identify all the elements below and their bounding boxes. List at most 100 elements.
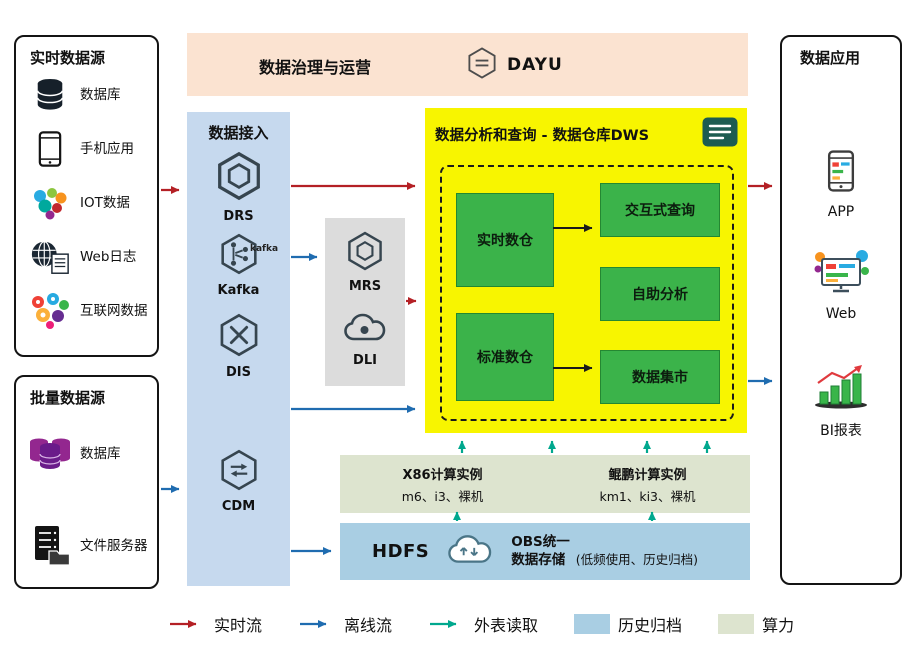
dws-inner-group: 实时数仓 标准数仓 交互式查询 自助分析 数据集市 <box>440 165 734 421</box>
service-label: DRS <box>223 209 254 224</box>
legend-item-external: 外表读取 <box>428 612 538 636</box>
x86-title: X86计算实例 <box>402 467 483 483</box>
app-item-app: APP <box>782 149 900 220</box>
web-monitor-icon <box>812 249 870 299</box>
bi-report-icon <box>812 365 870 413</box>
analytics-services-box: MRS DLI <box>325 218 405 386</box>
source-item-database: 数据库 <box>16 68 157 122</box>
node-label: 自助分析 <box>632 287 688 303</box>
kafka-wordmark: kafka <box>250 244 279 254</box>
applications-panel: 数据应用 APP <box>780 35 902 585</box>
drs-icon <box>213 150 265 206</box>
node-interactive-query: 交互式查询 <box>600 183 720 237</box>
archive-swatch <box>574 614 611 634</box>
ingestion-title: 数据接入 <box>208 124 269 142</box>
node-label: 数据集市 <box>632 370 688 386</box>
mrs-icon <box>344 230 386 276</box>
database-icon <box>26 77 74 113</box>
node-label: 标准数仓 <box>477 350 533 366</box>
batch-sources-panel: 批量数据源 数据库 <box>14 375 159 589</box>
node-standard-warehouse: 标准数仓 <box>456 313 554 401</box>
dws-title: 数据分析和查询 - 数据仓库DWS <box>435 127 650 144</box>
obs-text-group: OBS统一 数据存储 (低频使用、历史归档) <box>511 534 698 569</box>
service-label: Kafka <box>217 283 260 298</box>
red-arrow-icon <box>170 620 197 628</box>
legend-label: 实时流 <box>214 616 263 635</box>
source-label: 手机应用 <box>80 140 134 157</box>
x86-spec: m6、i3、裸机 <box>401 488 484 504</box>
source-item-iot: IOT数据 <box>16 176 157 230</box>
legend-label: 历史归档 <box>618 616 683 635</box>
source-label: 数据库 <box>80 86 121 103</box>
source-label: IOT数据 <box>80 194 130 211</box>
dli-icon <box>342 310 388 350</box>
database-purple-icon <box>26 433 74 475</box>
applications-title: 数据应用 <box>800 49 861 67</box>
compute-swatch <box>718 614 755 634</box>
service-label: DLI <box>353 353 377 368</box>
service-dis: DIS <box>187 312 290 380</box>
legend-item-compute: 算力 <box>718 612 794 636</box>
source-label: 文件服务器 <box>80 537 148 554</box>
iot-cloud-icon <box>26 184 74 222</box>
source-item-mobile: 手机应用 <box>16 122 157 176</box>
service-dli: DLI <box>325 310 405 368</box>
legend-label: 离线流 <box>344 616 393 635</box>
kunpeng-title: 鲲鹏计算实例 <box>608 467 687 483</box>
dayu-group: DAYU <box>465 46 563 84</box>
app-phone-icon <box>827 149 855 197</box>
dayu-product-name: DAYU <box>507 55 563 75</box>
service-mrs: MRS <box>325 230 405 294</box>
node-self-service-analysis: 自助分析 <box>600 267 720 321</box>
governance-banner: 数据治理与运营 DAYU <box>187 33 748 96</box>
app-label: Web <box>825 306 857 322</box>
web-log-icon <box>26 238 74 276</box>
source-item-file-server: 文件服务器 <box>16 500 157 592</box>
app-label: APP <box>827 204 855 220</box>
teal-arrow-icon <box>430 620 457 628</box>
realtime-sources-title: 实时数据源 <box>30 49 106 67</box>
kafka-icon <box>217 232 261 280</box>
legend: 实时流 离线流 外表读取 历史归档 算力 <box>168 612 794 636</box>
storage-box: HDFS OBS统一 数据存储 (低频使用、历史归档) <box>340 523 750 580</box>
legend-label: 算力 <box>762 616 795 635</box>
service-drs: DRS <box>187 150 290 224</box>
obs-title-line1: OBS统一 <box>511 533 570 550</box>
node-realtime-warehouse: 实时数仓 <box>456 193 554 287</box>
x86-instances: X86计算实例 m6、i3、裸机 <box>340 455 545 513</box>
mobile-phone-icon <box>26 130 74 168</box>
kunpeng-spec: km1、ki3、裸机 <box>599 488 696 504</box>
obs-title-line2: 数据存储 <box>511 551 566 568</box>
source-item-internet: 互联网数据 <box>16 284 157 338</box>
service-label: CDM <box>221 499 256 514</box>
hdfs-label: HDFS <box>372 541 430 562</box>
source-item-batch-database: 数据库 <box>16 408 157 500</box>
kunpeng-instances: 鲲鹏计算实例 km1、ki3、裸机 <box>545 455 750 513</box>
dws-document-icon <box>701 116 739 152</box>
service-cdm: CDM <box>187 448 290 514</box>
legend-item-offline: 离线流 <box>298 612 392 636</box>
obs-title: OBS统一 数据存储 <box>511 534 570 569</box>
source-label: 互联网数据 <box>80 302 148 319</box>
app-item-bi: BI报表 <box>782 365 900 440</box>
node-label: 交互式查询 <box>625 203 695 219</box>
app-item-web: Web <box>782 249 900 322</box>
service-label: MRS <box>348 279 382 294</box>
legend-item-realtime: 实时流 <box>168 612 262 636</box>
blue-arrow-icon <box>300 620 327 628</box>
cdm-icon <box>217 448 261 496</box>
node-label: 实时数仓 <box>477 233 533 249</box>
obs-note: (低频使用、历史归档) <box>575 552 699 568</box>
batch-sources-title: 批量数据源 <box>30 389 106 407</box>
source-item-weblog: Web日志 <box>16 230 157 284</box>
app-label: BI报表 <box>820 423 862 439</box>
data-ingestion-column: 数据接入 DRS Kafka <box>187 112 290 586</box>
service-label: DIS <box>226 365 251 380</box>
internet-bubbles-icon <box>26 292 74 330</box>
legend-item-archive: 历史归档 <box>574 612 682 636</box>
compute-instances-box: X86计算实例 m6、i3、裸机 鲲鹏计算实例 km1、ki3、裸机 <box>340 455 750 513</box>
legend-label: 外表读取 <box>474 616 539 635</box>
file-server-icon <box>26 524 74 568</box>
dws-analytics-box: 数据分析和查询 - 数据仓库DWS 实时数仓 标准数仓 交互式查询 自助分析 <box>425 108 747 433</box>
